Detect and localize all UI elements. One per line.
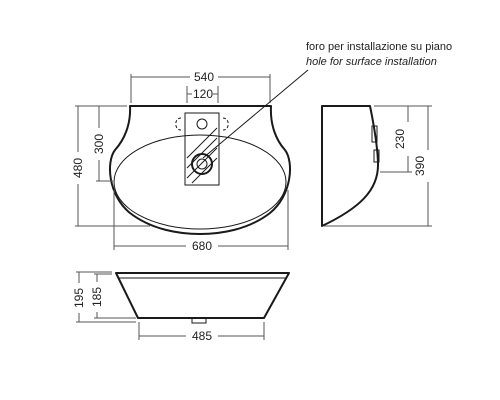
dim-485: 485 bbox=[138, 322, 265, 343]
front-profile bbox=[115, 272, 290, 319]
dim-label-480: 480 bbox=[71, 158, 85, 178]
dim-label-390: 390 bbox=[413, 156, 427, 176]
dim-195: 195 bbox=[72, 271, 136, 323]
drain-inner bbox=[196, 158, 208, 170]
dim-label-485: 485 bbox=[192, 329, 212, 343]
dim-label-230: 230 bbox=[393, 129, 407, 149]
front-view: 195 185 485 bbox=[72, 271, 290, 343]
side-view: 230 390 bbox=[321, 105, 432, 227]
annotation-leader bbox=[202, 69, 309, 159]
side-tap-boss bbox=[371, 125, 378, 143]
side-drain-boss bbox=[373, 149, 380, 163]
dim-185: 185 bbox=[90, 273, 136, 319]
dim-230: 230 bbox=[374, 105, 412, 173]
basin-top-outline bbox=[109, 105, 291, 235]
dim-label-195: 195 bbox=[72, 288, 86, 308]
dim-540: 540 bbox=[130, 70, 271, 103]
top-view: 540 120 300 480 bbox=[71, 70, 291, 253]
side-profile bbox=[321, 105, 379, 227]
front-drain-stub bbox=[191, 317, 207, 324]
dim-390: 390 bbox=[324, 105, 432, 227]
dim-120: 120 bbox=[186, 86, 219, 103]
tap-hole bbox=[196, 118, 208, 130]
side-hole-left bbox=[175, 117, 182, 131]
tap-deck-slot bbox=[184, 112, 220, 186]
drain-outer bbox=[191, 153, 213, 175]
annotation-english: hole for surface installation bbox=[306, 56, 437, 68]
dim-label-540: 540 bbox=[194, 70, 214, 84]
dim-480: 480 bbox=[71, 105, 150, 227]
side-hole-right bbox=[222, 117, 229, 131]
dim-label-680: 680 bbox=[192, 239, 212, 253]
annotation-italian: foro per installazione su piano bbox=[306, 41, 452, 53]
dim-label-120: 120 bbox=[193, 87, 213, 101]
dim-label-300: 300 bbox=[92, 134, 106, 154]
annotation: foro per installazione su piano hole for… bbox=[202, 41, 452, 159]
bowl-inner-rim bbox=[113, 134, 287, 230]
dim-label-185: 185 bbox=[90, 287, 104, 307]
dim-680: 680 bbox=[113, 190, 289, 253]
